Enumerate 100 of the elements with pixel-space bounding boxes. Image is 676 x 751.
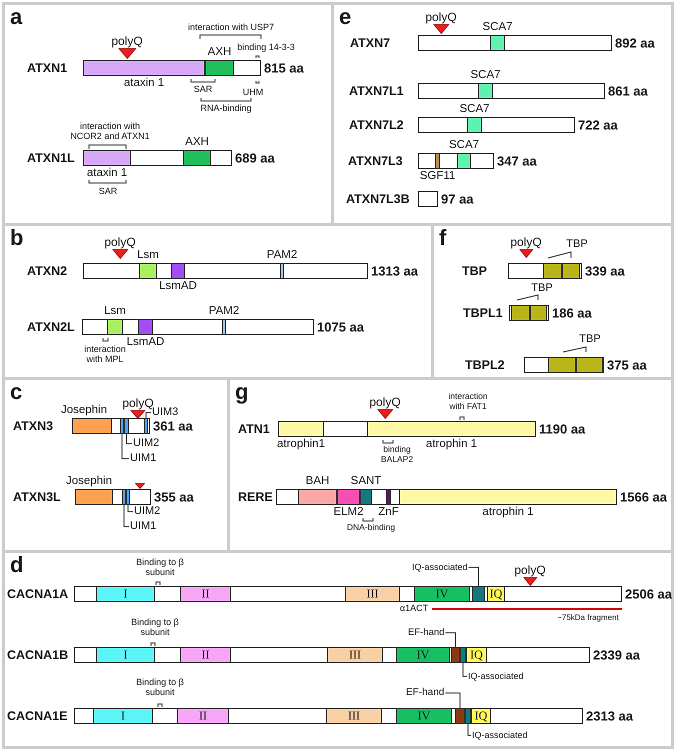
protein-name: ATXN2L	[27, 320, 75, 334]
panel-letter: a	[10, 5, 22, 29]
annotation-label: Binding to β subunit	[136, 557, 184, 578]
protein-length: 1313 aa	[371, 264, 418, 278]
domain-segment	[120, 419, 124, 433]
domain-label: SCA7	[482, 21, 513, 34]
annotation-label: α1ACT	[400, 603, 428, 614]
domain-label: Lsm	[137, 249, 159, 262]
protein-name: ATXN1	[27, 61, 68, 75]
panel	[2, 550, 674, 749]
marker-label: polyQ	[514, 563, 546, 577]
protein-length: 815 aa	[264, 60, 304, 76]
annotation-label: interaction with USP7	[188, 22, 274, 32]
domain-label: II	[202, 588, 210, 600]
domain-segment	[122, 490, 126, 504]
marker-label: polyQ	[425, 10, 457, 24]
domain-segment	[576, 358, 603, 372]
domain-segment	[562, 264, 580, 278]
leader-label: UIM2	[134, 505, 160, 518]
domain-label: ataxin 1	[124, 77, 164, 90]
annotation-label: binding BALAP2	[380, 445, 414, 465]
domain-segment	[96, 648, 155, 662]
domain-segment	[471, 709, 491, 723]
leader-line	[146, 412, 152, 420]
marker-label: polyQ	[369, 395, 401, 409]
protein-length: 1190 aa	[539, 422, 586, 436]
protein-length: 892 aa	[615, 36, 655, 50]
domain-label: ZnF	[378, 506, 399, 519]
domain-label: LsmAD	[159, 280, 197, 293]
protein-name: TBP	[462, 264, 487, 278]
protein-length: 355 aa	[154, 490, 194, 504]
domain-segment	[124, 419, 129, 433]
domain-segment	[543, 264, 562, 278]
protein-name: ATXN3	[13, 419, 54, 433]
domain-segment	[326, 709, 382, 723]
annotation-label: Binding to β subunit	[136, 677, 184, 698]
leader-line	[444, 692, 460, 710]
panel-letter: g	[235, 380, 248, 404]
annotation-label: binding 14-3-3	[237, 42, 295, 52]
protein-name: ATXN7L1	[349, 84, 404, 98]
panel-letter: b	[10, 226, 24, 250]
protein-name: RERE	[238, 490, 273, 504]
domain-label: ELM2	[333, 506, 364, 519]
annotation-label: TBP	[566, 238, 588, 251]
panel-letter: d	[10, 553, 24, 577]
annotation-label: Binding to β subunit	[131, 617, 179, 638]
annotation-label: SAR	[98, 186, 118, 196]
marker-label: polyQ	[510, 235, 542, 249]
domain-segment	[345, 587, 400, 601]
domain-segment	[96, 587, 155, 601]
domain-segment	[487, 587, 505, 601]
domain-segment	[327, 648, 383, 662]
protein-length: 2506 aa	[625, 586, 672, 602]
domain-label: IQ	[474, 710, 488, 722]
domain-label: SANT	[350, 475, 382, 488]
panel-letter: f	[439, 226, 446, 250]
annotation-label: interaction with MPL	[83, 344, 127, 365]
domain-segment	[396, 648, 450, 662]
protein-name: ATXN2	[27, 264, 68, 278]
leader-label: IQ-associated	[468, 671, 524, 682]
domain-label: III	[348, 710, 360, 722]
annotation-label: RNA-binding	[200, 103, 252, 114]
annotation-label: SAR	[194, 84, 212, 94]
domain-segment	[455, 709, 465, 723]
domain-segment	[465, 709, 471, 723]
domain-label: I	[124, 588, 128, 600]
domain-label: I	[121, 710, 125, 722]
domain-segment	[93, 709, 153, 723]
domain-label: IV	[418, 710, 430, 722]
protein-length: 97 aa	[441, 192, 474, 206]
protein-length: 186 aa	[552, 306, 592, 320]
protein-name: TBPL1	[463, 306, 503, 320]
protein-name: ATXN7L2	[349, 118, 404, 132]
panel-letter: e	[339, 5, 352, 29]
panel	[2, 2, 334, 226]
domain-label: SCA7	[470, 69, 501, 82]
leader-line	[444, 632, 456, 648]
leader-line	[124, 504, 130, 528]
annotation-label: TBP	[579, 333, 601, 346]
leader-line	[128, 504, 134, 512]
domain-label: SGF11	[420, 170, 456, 183]
leader-label: UIM1	[130, 452, 156, 466]
protein-length: 375 aa	[607, 358, 647, 372]
domain-label: IV	[436, 588, 448, 600]
protein-name: ATXN1L	[27, 151, 75, 165]
protein-length: 861 aa	[608, 84, 648, 98]
leader-label: UIM1	[130, 520, 156, 534]
domain-label: LsmAD	[126, 336, 164, 349]
domain-segment	[414, 587, 470, 601]
panel-letter: c	[10, 380, 22, 404]
domain-label: Lsm	[104, 305, 126, 318]
protein-name: CACNA1E	[7, 709, 68, 723]
domain-label: AXH	[208, 46, 232, 59]
domain-segment	[144, 419, 148, 433]
domain-label: II	[199, 710, 207, 722]
domain-label: Josephin	[66, 475, 112, 488]
marker-label: polyQ	[104, 235, 136, 249]
domain-segment	[180, 648, 231, 662]
domain-label: III	[349, 648, 361, 662]
domain-label: III	[366, 588, 378, 600]
